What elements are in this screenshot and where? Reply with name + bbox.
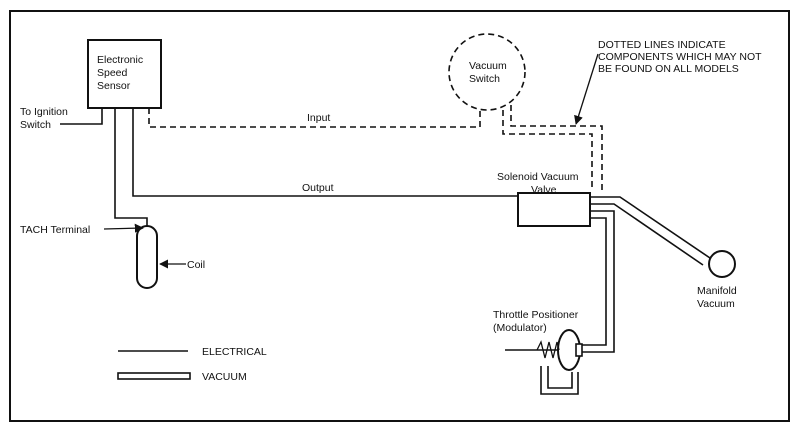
positioner-bracket-inner [547, 366, 573, 389]
ignition-switch-label-1: To Ignition [20, 106, 68, 118]
speed-sensor-box [87, 39, 162, 109]
speed-sensor-label-1: Electronic [97, 54, 143, 66]
note-line-2: COMPONENTS WHICH MAY NOT [598, 51, 762, 63]
input-line [148, 108, 481, 128]
vacuum-switch [448, 33, 526, 111]
switch-vacuum-line-inner [502, 110, 593, 190]
ignition-coil [136, 225, 158, 289]
switch-vacuum-line-outer [510, 105, 603, 190]
coil-label: Coil [187, 259, 205, 271]
note-arrow [574, 53, 599, 125]
positioner-spring [536, 340, 560, 359]
speed-sensor-label-3: Sensor [97, 80, 131, 92]
positioner-hose-outer [580, 210, 615, 353]
output-label: Output [302, 182, 334, 194]
solenoid-label-1: Solenoid Vacuum [497, 171, 579, 183]
positioner-nipple [575, 343, 583, 357]
note-line-3: BE FOUND ON ALL MODELS [598, 63, 739, 75]
tach-terminal-arrow [103, 223, 144, 233]
vacuum-switch-label-1: Vacuum [469, 60, 507, 72]
input-label: Input [307, 112, 330, 124]
legend-vacuum-swatch [117, 372, 191, 380]
positioner-label-1: Throttle Positioner [493, 309, 579, 321]
speed-sensor-label-2: Speed [97, 67, 128, 79]
positioner-bracket-outer [540, 366, 579, 395]
solenoid-vacuum-valve [517, 192, 591, 227]
positioner-label-2: (Modulator) [493, 322, 547, 334]
legend-electrical-label: ELECTRICAL [202, 346, 267, 358]
ignition-switch-label-2: Switch [20, 119, 51, 131]
diagram-frame [9, 10, 790, 422]
positioner-hose-inner [580, 217, 607, 346]
manifold-label-1: Manifold [697, 285, 737, 297]
output-wire [132, 108, 518, 197]
solenoid-label-2: Valve [531, 184, 557, 196]
ignition-wire [60, 108, 103, 125]
manifold-hose-top [590, 196, 711, 259]
vacuum-switch-label-2: Switch [469, 73, 500, 85]
manifold-label-2: Vacuum [697, 298, 735, 310]
manifold-vacuum-port [708, 250, 736, 278]
manifold-hose-bottom [590, 203, 704, 266]
tach-wire [114, 108, 148, 226]
note-line-1: DOTTED LINES INDICATE [598, 39, 726, 51]
tach-terminal-label: TACH Terminal [20, 224, 90, 236]
legend-vacuum-label: VACUUM [202, 371, 247, 383]
